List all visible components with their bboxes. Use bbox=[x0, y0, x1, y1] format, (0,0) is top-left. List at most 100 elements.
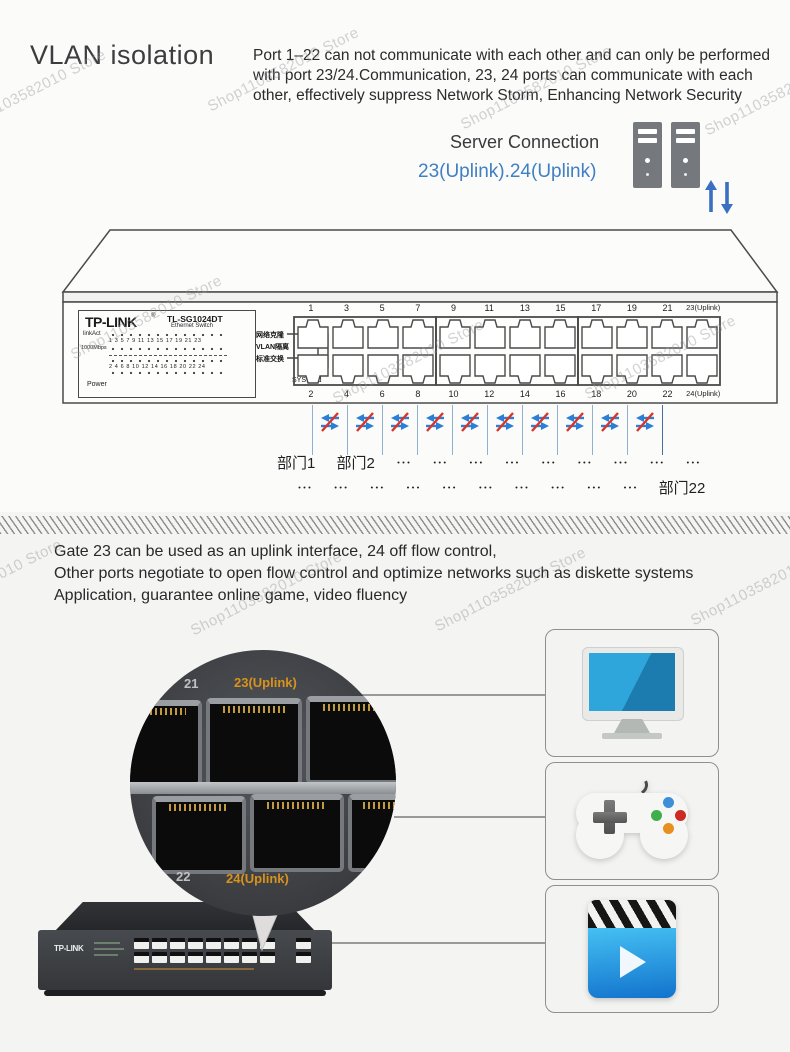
department-row-2: ⋯ ⋯ ⋯ ⋯ ⋯ ⋯ ⋯ ⋯ ⋯ ⋯ 部门22 bbox=[297, 480, 706, 497]
port-numbers-bottom: 2 4 6 8 10 12 14 16 18 20 22 24(Uplink) bbox=[293, 389, 721, 399]
rj45-port bbox=[306, 696, 396, 784]
no-communication-icon bbox=[531, 412, 549, 432]
watermark-text: Shop1103582010 Store bbox=[688, 538, 790, 630]
speed-label: 1000Mbps bbox=[81, 345, 107, 351]
game-box bbox=[545, 762, 719, 880]
page-title: VLAN isolation bbox=[30, 40, 215, 70]
led-row bbox=[94, 942, 120, 944]
isolation-cell bbox=[452, 405, 487, 455]
port-number: 15 bbox=[555, 303, 566, 313]
port-number: 3 bbox=[344, 303, 350, 313]
isolation-cell bbox=[487, 405, 522, 455]
no-communication-icon bbox=[601, 412, 619, 432]
led-dots-row bbox=[111, 371, 229, 375]
port-number: 9 bbox=[451, 303, 457, 313]
server-icon bbox=[633, 122, 662, 188]
closeup-port-23-label: 23(Uplink) bbox=[234, 675, 297, 690]
port-number: 11 bbox=[484, 303, 494, 313]
port-number: 1 bbox=[308, 303, 314, 313]
port-closeup-photo: 21 23(Uplink) 22 24(Uplink) bbox=[130, 650, 396, 916]
video-box bbox=[545, 885, 719, 1013]
switch-model-sub: Ethernet Switch bbox=[171, 323, 214, 329]
led-row bbox=[94, 948, 124, 950]
connector-line bbox=[362, 694, 545, 696]
isolation-cell bbox=[312, 405, 347, 455]
rj45-port bbox=[206, 698, 302, 786]
pc-box bbox=[545, 629, 719, 757]
product-port-grid bbox=[134, 938, 275, 963]
port-number: 4 bbox=[344, 389, 350, 399]
odd-port-leds: 1 3 5 7 9 11 13 15 17 19 21 23 bbox=[109, 338, 202, 344]
led-dots-row bbox=[111, 333, 229, 337]
port-number: 10 bbox=[448, 389, 459, 399]
rj45-port bbox=[152, 796, 246, 874]
port-number: 21 bbox=[662, 303, 673, 313]
sys-mode-option: 标准交换 bbox=[256, 356, 284, 363]
faceplate-strip bbox=[130, 782, 396, 794]
isolation-cell bbox=[382, 405, 417, 455]
sys-mode-option: VLAN隔离 bbox=[256, 344, 290, 351]
connector-line bbox=[394, 816, 545, 818]
isolation-cell bbox=[627, 405, 662, 455]
isolation-cell bbox=[592, 405, 627, 455]
port-number: 14 bbox=[519, 389, 530, 399]
isolation-cell bbox=[347, 405, 382, 455]
flow-control-text: Gate 23 can be used as an uplink interfa… bbox=[54, 541, 693, 607]
switch-product-photo: TP-LINK bbox=[38, 902, 332, 1002]
gamepad-icon bbox=[576, 772, 688, 863]
port-number: 5 bbox=[379, 303, 385, 313]
port-number: 2 bbox=[308, 389, 314, 399]
led-row bbox=[94, 954, 118, 956]
led-dots-row bbox=[111, 347, 229, 351]
led-row bbox=[134, 968, 254, 970]
port-number-uplink: 24(Uplink) bbox=[686, 389, 721, 398]
up-down-arrow-icon bbox=[705, 180, 733, 214]
switch-ports bbox=[293, 316, 721, 386]
isolation-row bbox=[312, 405, 663, 455]
registered-mark: ® bbox=[151, 313, 156, 319]
port-number-uplink: 23(Uplink) bbox=[686, 303, 721, 312]
sys-mode-option: 网络克隆 bbox=[256, 332, 284, 339]
no-communication-icon bbox=[356, 412, 374, 432]
product-shadow bbox=[44, 990, 326, 996]
intro-text: Port 1–22 can not communicate with each … bbox=[253, 46, 770, 104]
port-number: 18 bbox=[591, 389, 602, 399]
even-port-leds: 2 4 6 8 10 12 14 16 18 20 22 24 bbox=[109, 364, 206, 370]
isolation-cell bbox=[417, 405, 452, 455]
port-number: 8 bbox=[415, 389, 421, 399]
no-communication-icon bbox=[566, 412, 584, 432]
flow-line: Application, guarantee online game, vide… bbox=[54, 587, 408, 604]
port-number: 17 bbox=[591, 303, 602, 313]
closeup-port-24-label: 24(Uplink) bbox=[226, 871, 289, 886]
no-communication-icon bbox=[461, 412, 479, 432]
monitor-icon bbox=[577, 645, 687, 741]
port-number: 7 bbox=[415, 303, 421, 313]
server-icon bbox=[671, 122, 700, 188]
rj45-port bbox=[348, 794, 396, 872]
video-icon bbox=[588, 900, 676, 998]
led-dots-row bbox=[111, 359, 229, 363]
section-divider bbox=[0, 513, 790, 537]
port-number: 6 bbox=[379, 389, 385, 399]
port-number: 12 bbox=[484, 389, 495, 399]
no-communication-icon bbox=[391, 412, 409, 432]
product-brand: TP-LINK bbox=[54, 944, 84, 953]
rj45-port bbox=[250, 794, 344, 872]
no-communication-icon bbox=[426, 412, 444, 432]
switch-led-panel: TP-LINK ® TL-SG1024DT Ethernet Switch li… bbox=[78, 310, 256, 398]
flow-line: Other ports negotiate to open flow contr… bbox=[54, 565, 694, 582]
led-divider bbox=[109, 355, 227, 356]
rj45-port bbox=[130, 700, 202, 786]
port-number: 22 bbox=[662, 389, 673, 399]
isolation-cell bbox=[557, 405, 592, 455]
power-label: Power bbox=[87, 381, 107, 388]
server-connection-label: Server Connection bbox=[450, 132, 600, 152]
port-number: 20 bbox=[626, 389, 637, 399]
closeup-port-22-label: 22 bbox=[176, 869, 191, 884]
switch-brand: TP-LINK bbox=[85, 314, 137, 330]
port-numbers-top: 1 3 5 7 9 11 13 15 17 19 21 23(Uplink) bbox=[293, 303, 721, 313]
switch-model: TL-SG1024DT bbox=[167, 314, 223, 324]
flow-line: Gate 23 can be used as an uplink interfa… bbox=[54, 543, 497, 560]
port-number: 13 bbox=[519, 303, 530, 313]
